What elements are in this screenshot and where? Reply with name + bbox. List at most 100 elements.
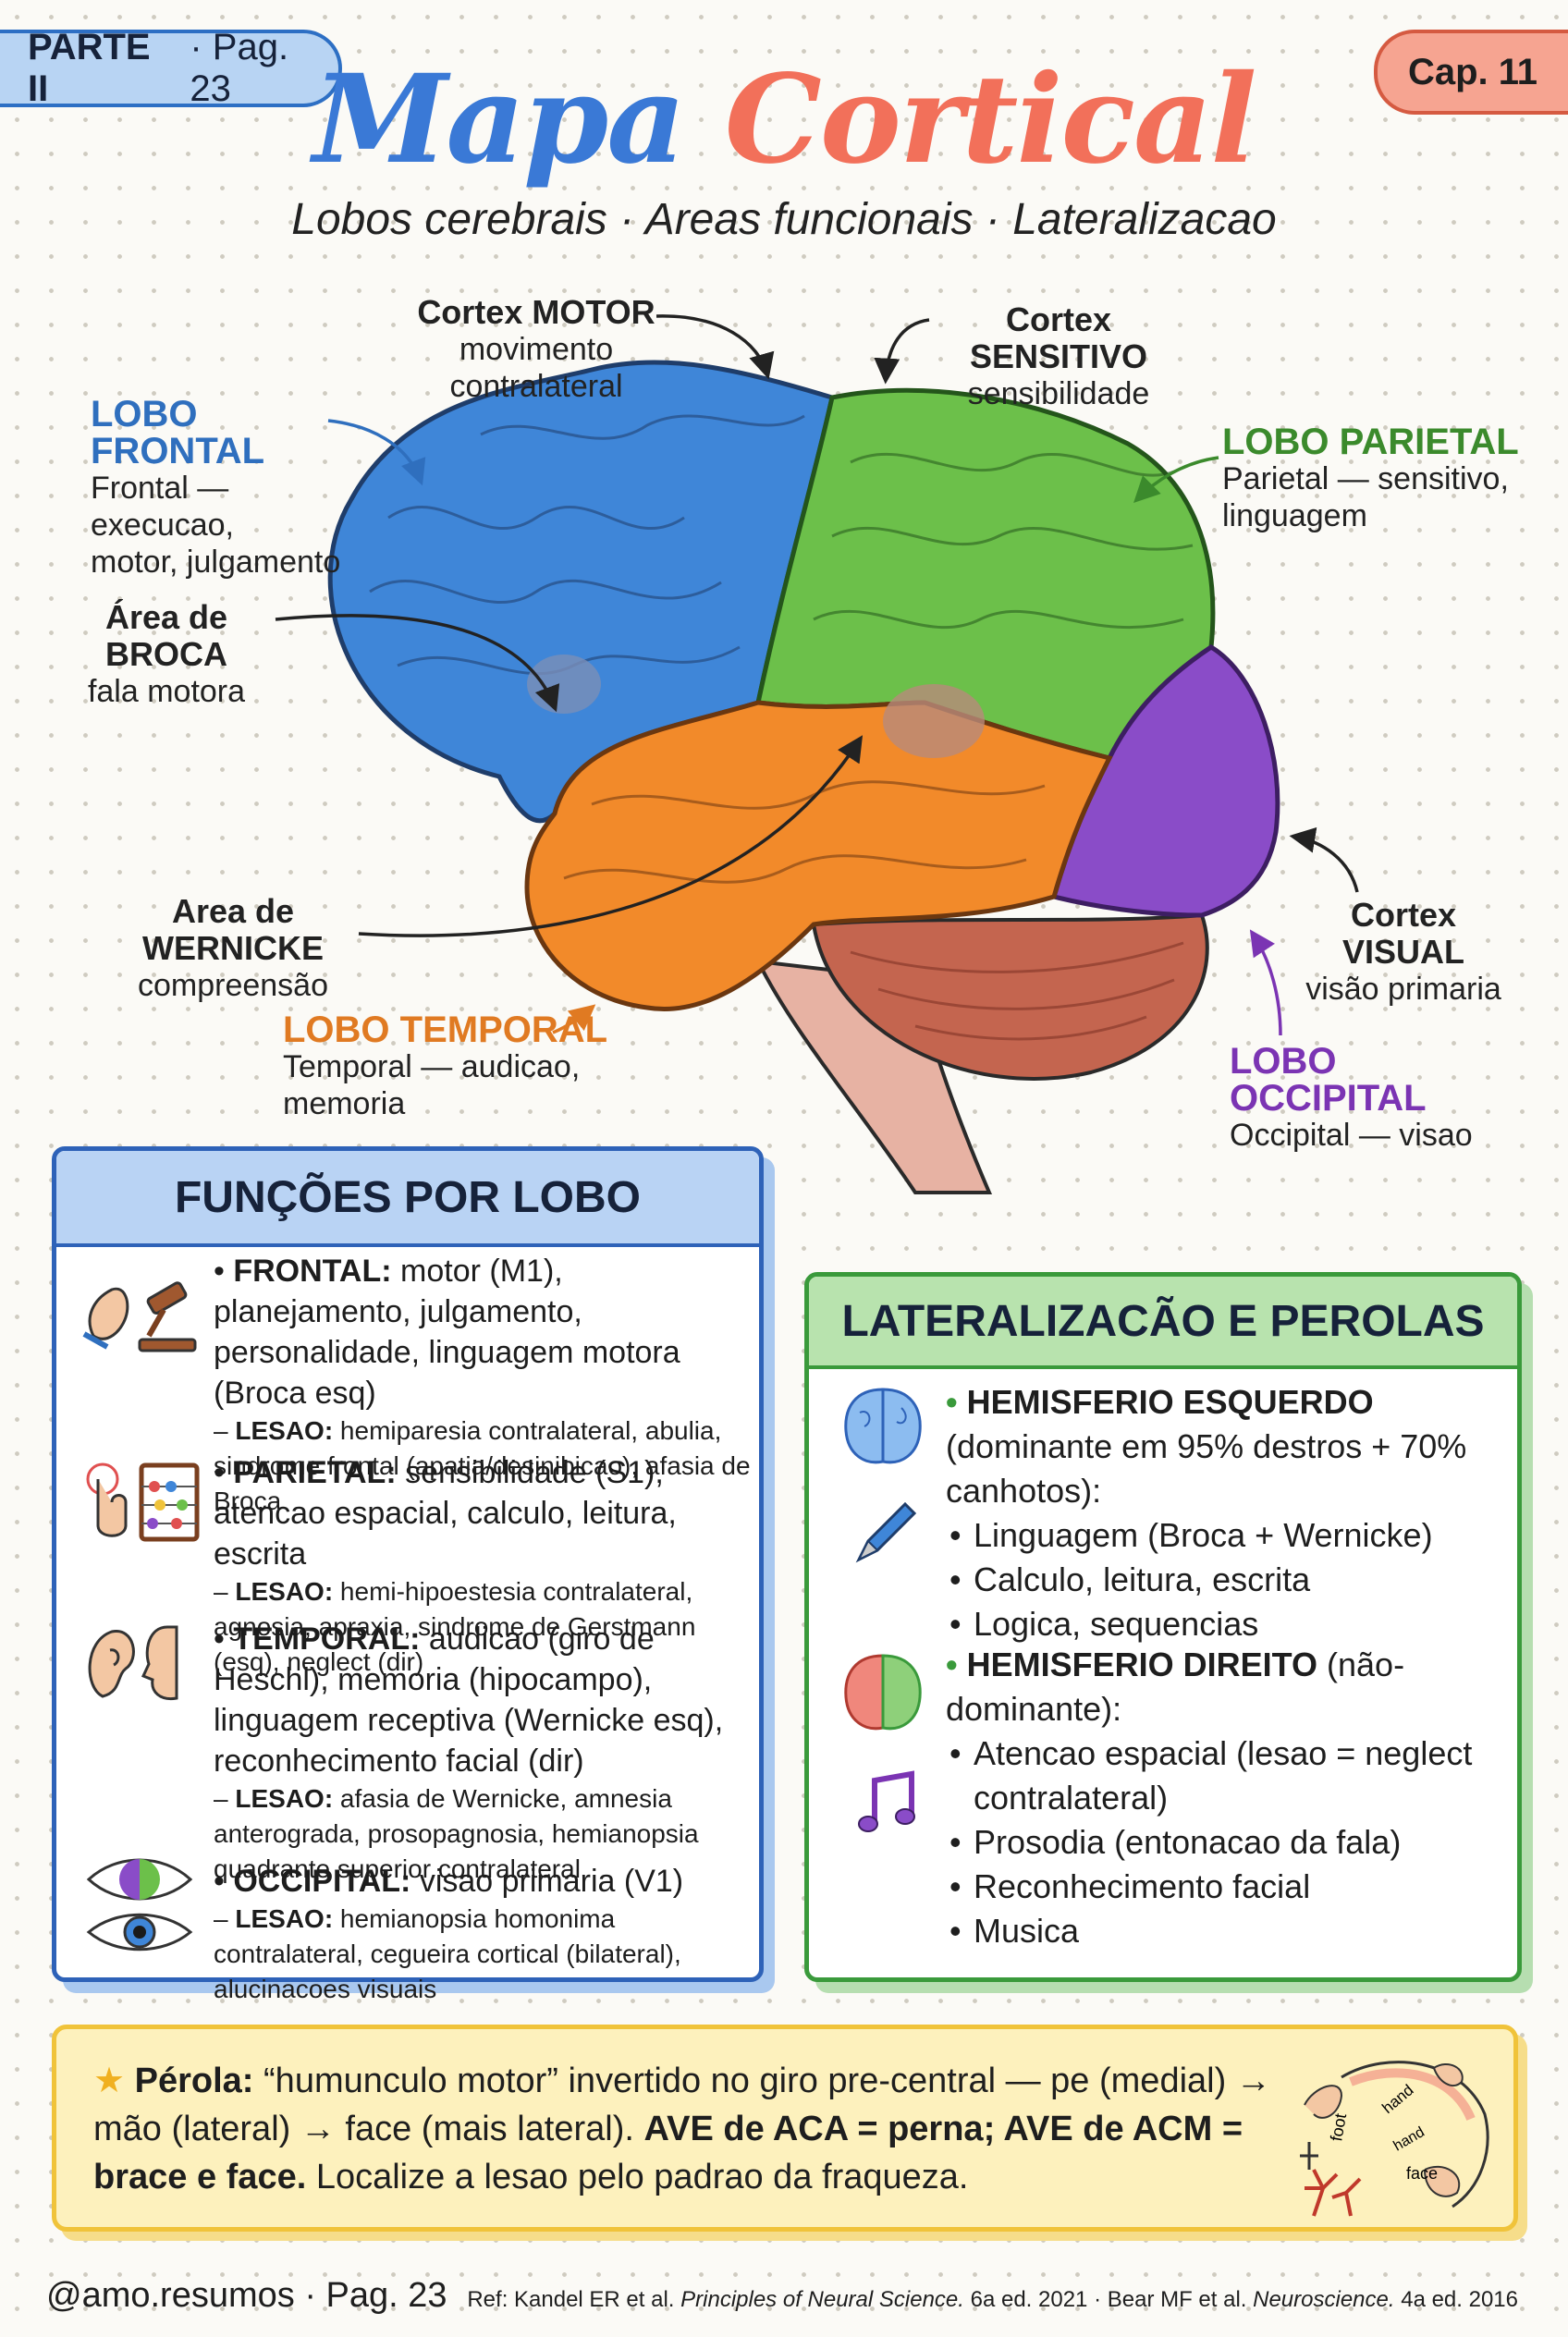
label-lobo-parietal-title: LOBO PARIETAL — [1222, 422, 1519, 462]
label-area-wernicke-title: Area de WERNICKE — [142, 892, 324, 967]
dir-item: Reconhecimento facial — [946, 1865, 1510, 1909]
hemisferio-esquerdo: • HEMISFERIO ESQUERDO (dominante em 95% … — [946, 1380, 1510, 1646]
label-cortex-motor-title: Cortex MOTOR — [417, 293, 655, 331]
ref-book-1: Principles of Neural Science. — [680, 2287, 964, 2312]
funcoes-panel: FUNÇÕES POR LOBO • FRONTAL: motor (M1), … — [52, 1146, 764, 2003]
title-word-1: Mapa — [312, 48, 685, 191]
label-cortex-visual-title: Cortex VISUAL — [1341, 896, 1464, 971]
footer-reference: Ref: Kandel ER et al. Principles of Neur… — [467, 2287, 1518, 2313]
label-lobo-parietal-desc1: Parietal — sensitivo, — [1222, 461, 1509, 496]
label-lobo-occipital-desc: Occipital — visao — [1230, 1118, 1473, 1153]
funcao-temporal-text: audicao (giro de Heschl), memoria (hipoc… — [214, 1621, 724, 1779]
pen-icon — [855, 1501, 917, 1563]
esq-item: Linguagem (Broca + Wernicke) — [946, 1513, 1510, 1558]
label-cortex-sensitivo-desc: sensibilidade — [967, 376, 1150, 411]
cerebellum-shape — [811, 912, 1209, 1081]
wernicke-area-patch — [883, 684, 985, 758]
part-label: PARTE II — [28, 27, 151, 109]
ref-part-c: 6a ed. 2021 · Bear MF et al. — [963, 2287, 1254, 2312]
label-lobo-parietal-desc2: linguagem — [1222, 498, 1367, 533]
label-lobo-frontal-title: LOBO FRONTAL — [91, 394, 265, 471]
label-cortex-motor-desc: movimento contralateral — [449, 332, 623, 404]
perola-text: ★ Pérola: “humunculo motor” invertido no… — [93, 2057, 1295, 2201]
funcao-occipital-text: visao primaria (V1) — [419, 1864, 684, 1899]
homunculus-hand2-label: hand — [1391, 2124, 1427, 2155]
chapter-badge: Cap. 11 — [1374, 30, 1568, 115]
label-lobo-frontal: LOBO FRONTAL Frontal — execucao, motor, … — [91, 396, 368, 581]
dir-item: Musica — [946, 1909, 1510, 1953]
hand-gavel-icon — [82, 1281, 197, 1352]
homunculus-icon: foot hand hand face — [1300, 2061, 1489, 2217]
funcao-parietal-les-label: LESAO: — [235, 1577, 334, 1606]
funcao-occipital-name: OCCIPITAL: — [233, 1864, 411, 1899]
hemisferio-direito-sub: (não-dominante): — [946, 1646, 1405, 1728]
page-label: · Pag. 23 — [190, 27, 289, 109]
label-area-broca: Área de BROCA fala motora — [55, 599, 277, 710]
broca-area-patch — [527, 655, 601, 714]
lateralizacao-heading: LATERALIZACÃO E PEROLAS — [809, 1277, 1517, 1369]
label-cortex-motor: Cortex MOTOR movimento contralateral — [398, 294, 675, 405]
lateralizacao-panel: LATERALIZACÃO E PEROLAS • HEMISFERIO ESQ… — [804, 1272, 1522, 1982]
label-lobo-occipital-title: LOBO OCCIPITAL — [1230, 1041, 1427, 1119]
label-lobo-temporal-desc: Temporal — audicao, memoria — [283, 1049, 581, 1121]
funcoes-heading: FUNÇÕES POR LOBO — [56, 1151, 759, 1247]
page-subtitle: Lobos cerebrais · Areas funcionais · Lat… — [291, 195, 1277, 244]
finger-abacus-icon — [86, 1462, 200, 1542]
brain-split-icon — [844, 1654, 922, 1731]
funcao-temporal-name: TEMPORAL: — [233, 1621, 421, 1657]
funcao-frontal-les-label: LESAO: — [235, 1416, 334, 1445]
hemisferio-direito: • HEMISFERIO DIREITO (não-dominante): At… — [946, 1643, 1510, 1953]
funcao-item-frontal: • FRONTAL: motor (M1), planejamento, jul… — [214, 1254, 751, 1515]
funcao-item-occipital: • OCCIPITAL: visao primaria (V1) – LESAO… — [214, 1864, 684, 2003]
ref-part-e: 4a ed. 2016 — [1394, 2287, 1518, 2312]
funcao-temporal-les-label: LESAO: — [235, 1784, 334, 1813]
dir-item: Prosodia (entonacao da fala) — [946, 1820, 1510, 1865]
label-cortex-sensitivo: Cortex SENSITIVO sensibilidade — [934, 301, 1183, 412]
music-note-icon — [858, 1770, 915, 1832]
label-lobo-temporal-title: LOBO TEMPORAL — [283, 1009, 608, 1050]
label-cortex-sensitivo-title: Cortex SENSITIVO — [969, 300, 1148, 375]
funcao-occipital-les-label: LESAO: — [235, 1904, 334, 1933]
label-area-wernicke-desc: compreensão — [137, 968, 328, 1003]
label-lobo-frontal-desc2: motor, julgamento — [91, 544, 341, 580]
esq-item: Calculo, leitura, escrita — [946, 1558, 1510, 1602]
funcao-item-parietal: • PARIETAL: sensibilidade (S1), atencao … — [214, 1455, 696, 1676]
label-lobo-occipital: LOBO OCCIPITAL Occipital — visao — [1230, 1043, 1525, 1154]
temporal-lobe-shape — [524, 700, 1113, 1011]
perola-text1: “humunculo motor” invertido no giro pre-… — [93, 2062, 1271, 2148]
label-lobo-parietal: LOBO PARIETAL Parietal — sensitivo, ling… — [1222, 423, 1527, 534]
label-lobo-frontal-desc1: Frontal — execucao, — [91, 471, 234, 543]
footer-handle: @amo.resumos · Pag. 23 — [46, 2276, 447, 2315]
funcao-parietal-name: PARIETAL: — [233, 1455, 397, 1490]
label-area-broca-desc: fala motora — [87, 674, 246, 709]
perola-text2: Localize a lesao pelo padrao da fraqueza… — [315, 2158, 969, 2196]
perola-label: Pérola: — [134, 2062, 254, 2100]
funcao-temporal-les: afasia de Wernicke, amnesia anterograda,… — [214, 1784, 699, 1883]
funcao-parietal-text: sensibilidade (S1), atencao espacial, ca… — [214, 1455, 677, 1572]
homunculus-foot-label: foot — [1327, 2112, 1350, 2143]
ref-part-a: Ref: Kandel ER et al. — [467, 2287, 681, 2312]
label-cortex-visual: Cortex VISUAL visão primaria — [1294, 897, 1513, 1008]
perola-callout: ★ Pérola: “humunculo motor” invertido no… — [52, 2025, 1518, 2232]
dir-item: Atencao espacial (lesao = neglect contra… — [946, 1731, 1510, 1820]
homunculus-face-label: face — [1406, 2164, 1438, 2183]
funcao-frontal-text: motor (M1), planejamento, julgamento, pe… — [214, 1254, 680, 1411]
ref-book-2: Neuroscience. — [1253, 2287, 1395, 2312]
funcao-parietal-les: hemi-hipoestesia contralateral, agnosia,… — [214, 1577, 696, 1676]
hemisferio-esquerdo-sub: (dominante em 95% destros + 70% canhotos… — [946, 1427, 1467, 1510]
label-lobo-temporal: LOBO TEMPORAL Temporal — audicao, memori… — [283, 1011, 690, 1122]
brain-blue-icon — [844, 1388, 922, 1464]
ear-face-icon — [88, 1625, 178, 1701]
part-badge: PARTE II · Pag. 23 — [0, 27, 342, 109]
funcao-frontal-name: FRONTAL: — [233, 1254, 392, 1289]
hemisferio-direito-title: HEMISFERIO DIREITO — [966, 1646, 1317, 1683]
label-area-wernicke: Area de WERNICKE compreensão — [104, 893, 362, 1004]
funcao-occipital-les: hemianopsia homonima contralateral, cegu… — [214, 1904, 681, 2003]
title-word-2: Cortical — [724, 48, 1257, 191]
funcao-frontal-les: hemiparesia contralateral, abulia, sindr… — [214, 1416, 751, 1515]
hemisferio-esquerdo-title: HEMISFERIO ESQUERDO — [966, 1383, 1374, 1421]
perola-bold: AVE de ACA = perna; AVE de ACM = brace e… — [93, 2110, 1243, 2196]
esq-item: Logica, sequencias — [946, 1602, 1510, 1646]
label-area-broca-title: Área de BROCA — [104, 598, 228, 673]
page-title: Mapa Cortical — [0, 48, 1568, 191]
